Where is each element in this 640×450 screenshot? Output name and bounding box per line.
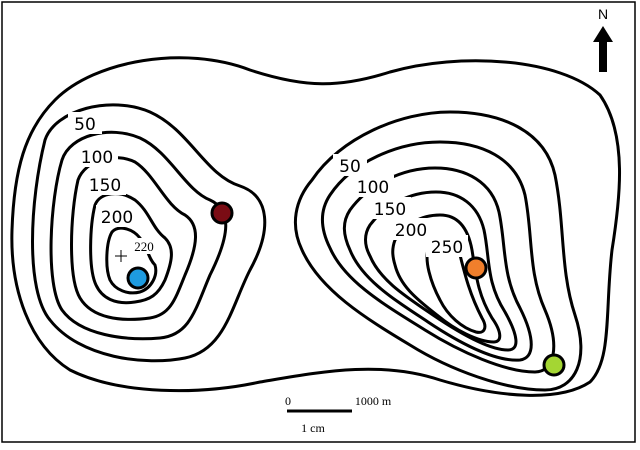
left-label-200: 200 bbox=[101, 208, 133, 228]
left-contour-150 bbox=[70, 156, 197, 321]
north-label: N bbox=[598, 6, 608, 22]
right-label-50: 50 bbox=[339, 157, 361, 177]
right-label-100: 100 bbox=[357, 178, 389, 198]
right-label-250: 250 bbox=[431, 238, 463, 258]
left-contour-220 bbox=[105, 226, 158, 295]
marker-lime[interactable] bbox=[542, 353, 566, 377]
scale-end-label: 1000 m bbox=[355, 394, 392, 408]
contour-outer bbox=[10, 56, 622, 397]
north-arrow: N bbox=[593, 6, 613, 72]
left-label-150: 150 bbox=[89, 176, 121, 196]
left-contour-200 bbox=[89, 192, 173, 305]
left-contour-50 bbox=[31, 103, 267, 363]
right-label-200: 200 bbox=[395, 221, 427, 241]
right-contour-50 bbox=[293, 110, 583, 392]
left-contour-100 bbox=[49, 130, 228, 341]
left-label-100: 100 bbox=[81, 148, 113, 168]
right-hill: 50 100 150 200 250 bbox=[293, 110, 583, 392]
right-contour-150 bbox=[342, 166, 533, 362]
spot-height-label: 220 bbox=[134, 239, 154, 254]
right-contour-200 bbox=[364, 190, 518, 352]
left-label-50: 50 bbox=[74, 115, 96, 135]
scale-unit-label: 1 cm bbox=[301, 421, 325, 435]
scale-start-label: 0 bbox=[285, 394, 291, 408]
marker-orange[interactable] bbox=[464, 256, 488, 280]
marker-dark-red[interactable] bbox=[210, 201, 234, 225]
marker-blue[interactable] bbox=[126, 266, 150, 290]
scale-bar: 0 1000 m 1 cm bbox=[285, 394, 392, 435]
right-label-150: 150 bbox=[374, 200, 406, 220]
right-contour-250 bbox=[391, 213, 502, 344]
right-contour-100 bbox=[321, 140, 556, 374]
left-hill: 50 100 150 200 220 bbox=[31, 103, 267, 363]
north-arrow-icon bbox=[593, 26, 613, 72]
spot-height-cross-icon bbox=[115, 250, 127, 262]
